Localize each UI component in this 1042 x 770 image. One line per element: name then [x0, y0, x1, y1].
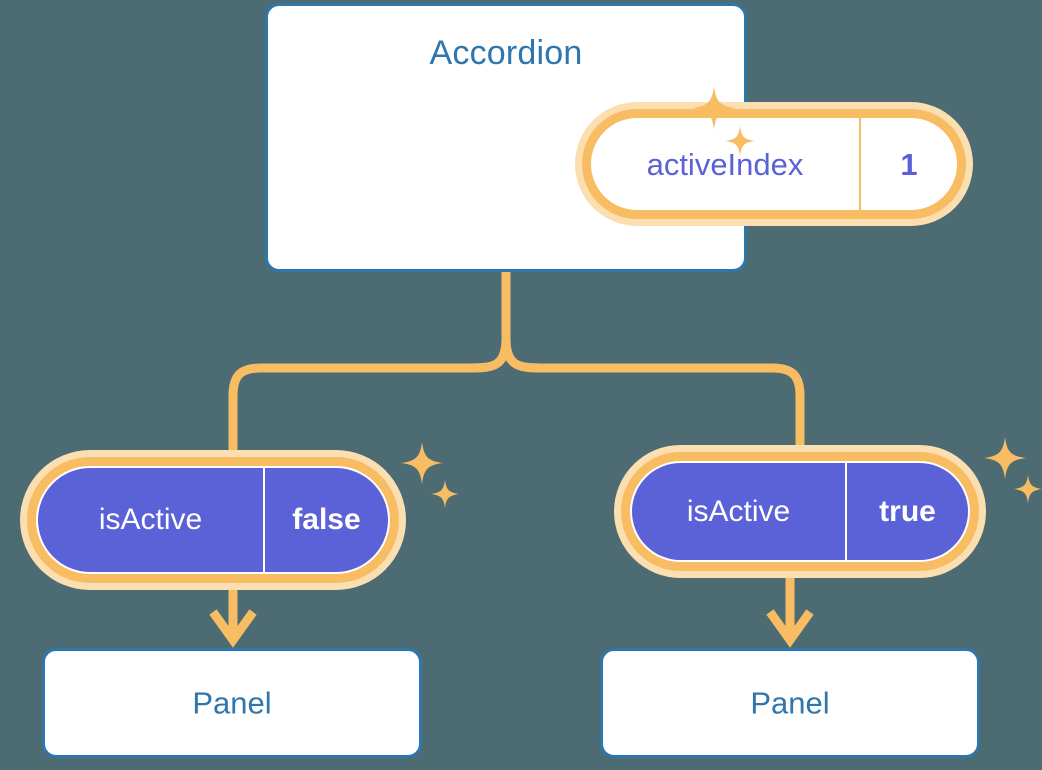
pill-inner: activeIndex 1 — [591, 118, 957, 210]
sparkle-4-point-large-icon — [401, 442, 443, 484]
page-title: Accordion — [429, 34, 583, 72]
state-badge-left-is-active[interactable]: isActive false — [20, 450, 406, 590]
sparkle-cluster-left — [401, 442, 459, 508]
panel-card-left[interactable]: Panel — [42, 648, 422, 758]
state-key-label: isActive — [632, 463, 847, 560]
state-badge-active-index[interactable]: activeIndex 1 — [575, 102, 973, 226]
accordion-parent-card[interactable]: Accordion activeIndex 1 — [265, 3, 973, 272]
state-key-label: activeIndex — [591, 118, 861, 210]
state-badge-right-is-active[interactable]: isActive true — [614, 445, 986, 578]
panel-card-right[interactable]: Panel — [600, 648, 980, 758]
panel-title: Panel — [192, 685, 272, 721]
wire-to-left-pill — [228, 333, 511, 457]
pill-body: isActive false — [36, 466, 390, 574]
pill-body: activeIndex 1 — [591, 118, 957, 210]
pill-body: isActive true — [630, 461, 970, 562]
wire-to-right-pill — [501, 333, 805, 453]
arrowhead-left-panel — [209, 609, 257, 648]
sparkle-4-point-large-icon — [984, 437, 1026, 479]
arrowhead-right-panel — [766, 609, 814, 648]
state-value-label: false — [292, 503, 361, 536]
sparkle-cluster-right — [984, 437, 1042, 503]
state-value-label: 1 — [900, 146, 918, 182]
pill-inner: isActive true — [632, 463, 968, 560]
state-value-label: true — [879, 494, 936, 528]
pill-inner: isActive false — [38, 468, 388, 572]
panel-title: Panel — [750, 685, 830, 721]
state-key-label: isActive — [38, 468, 265, 572]
sparkle-4-point-small-icon — [1014, 475, 1042, 503]
sparkle-4-point-small-icon — [431, 480, 459, 508]
